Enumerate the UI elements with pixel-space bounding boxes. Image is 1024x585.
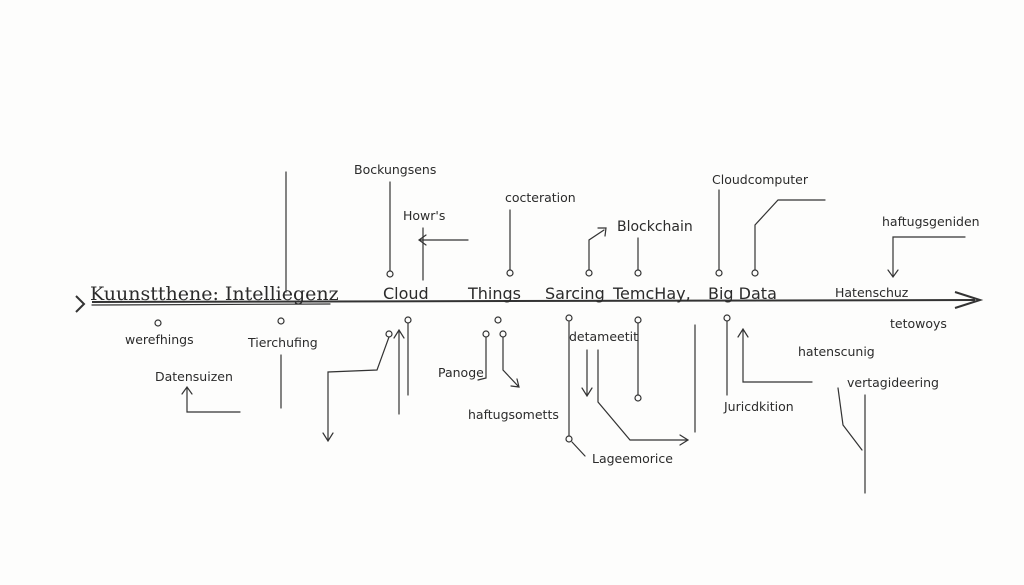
label-haftugsgeniden: haftugsgeniden — [882, 214, 980, 229]
connector-node — [385, 330, 393, 338]
arrow-left — [417, 234, 469, 246]
node-label-cloud: Cloud — [383, 284, 429, 303]
connector-node — [506, 269, 514, 277]
label-juricdkition: Juricdkition — [723, 399, 794, 414]
arrow-up-right — [588, 227, 607, 271]
connector-node — [499, 330, 507, 338]
arrow-down — [887, 236, 966, 279]
arrow-down — [322, 336, 390, 443]
main-title: Kuunstthene: Intelliegenz — [90, 283, 339, 305]
title-underline — [91, 303, 331, 306]
label-tetowoys: tetowoys — [890, 316, 947, 331]
label-panoge: Panoge — [438, 365, 484, 380]
axis-arrowhead-left — [75, 295, 86, 313]
connector-node — [751, 269, 759, 277]
node-label-sarcing: Sarcing — [545, 284, 605, 303]
label-lageemorice: Lageemorice — [592, 451, 673, 466]
connector-node — [723, 314, 731, 322]
connector-line — [754, 199, 826, 271]
arrow-down — [581, 349, 593, 398]
timeline-axis — [75, 291, 984, 313]
arrow-up — [393, 328, 405, 415]
connector-node — [277, 317, 285, 325]
axis-arrowhead-right — [954, 291, 984, 309]
connector-node — [386, 270, 394, 278]
upper-connectors — [285, 171, 966, 293]
label-cocteration: cocteration — [505, 190, 576, 205]
connector-node — [494, 316, 502, 324]
node-label-temchay: TemcHay, — [612, 284, 691, 303]
connector-node — [715, 269, 723, 277]
connector-node — [585, 269, 593, 277]
label-hatenscunig: hatenscunig — [798, 344, 875, 359]
arrow-down-right — [502, 336, 520, 388]
label-detameetit: detameetit — [569, 329, 638, 344]
label-werefhings: werefhings — [125, 332, 194, 347]
label-blockchain: Blockchain — [617, 219, 693, 235]
arrow-up — [737, 327, 813, 383]
label-bockungsens: Bockungsens — [354, 162, 436, 177]
connector-node — [565, 314, 573, 322]
connector-line — [837, 387, 866, 494]
connector-node — [634, 316, 642, 324]
connector-line — [571, 441, 586, 457]
node-label-things: Things — [467, 284, 521, 303]
connector-node — [404, 316, 412, 324]
label-howrs: Howr's — [403, 208, 445, 223]
arrow-up — [181, 385, 241, 413]
label-datensuizen: Datensuizen — [155, 369, 233, 384]
node-label-big-data: Big Data — [708, 284, 777, 303]
label-cloudcomputer: Cloudcomputer — [712, 172, 809, 187]
connector-line — [477, 336, 487, 381]
arrow-right — [597, 349, 690, 446]
label-vertagideering: vertagideering — [847, 375, 939, 390]
connector-node — [634, 394, 642, 402]
label-haftugsometts: haftugsometts — [468, 407, 559, 422]
axis-line — [91, 299, 976, 303]
connector-node — [154, 319, 162, 327]
connector-node — [482, 330, 490, 338]
node-label-hatenschuz: Hatenschuz — [835, 285, 909, 300]
lower-connectors — [154, 314, 866, 494]
connector-node — [634, 269, 642, 277]
label-tierchufing: Tierchufing — [247, 335, 318, 350]
connector-node — [565, 435, 573, 443]
